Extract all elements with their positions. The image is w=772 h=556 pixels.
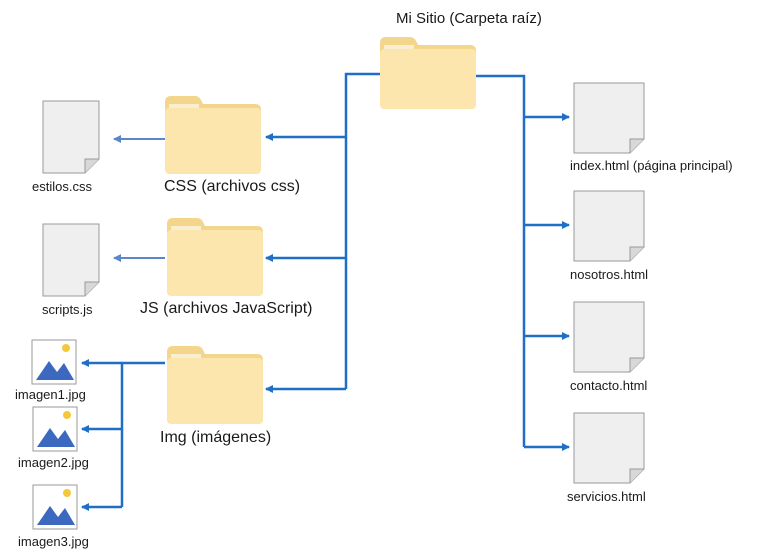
servicios-file-label: servicios.html [567, 489, 646, 504]
connectors-light [113, 135, 165, 262]
contacto-file-label: contacto.html [570, 378, 648, 393]
imagen1-file-label: imagen1.jpg [15, 387, 86, 402]
index-document-icon[interactable] [573, 82, 645, 154]
scripts-document-icon[interactable] [42, 223, 100, 297]
contacto-document-icon[interactable] [573, 301, 645, 373]
estilos-file-label: estilos.css [32, 179, 92, 194]
css-folder-icon[interactable] [165, 96, 261, 174]
imagen1-image-icon[interactable] [31, 339, 77, 385]
imagen2-image-icon[interactable] [32, 406, 78, 452]
connectors [81, 72, 570, 511]
servicios-document-icon[interactable] [573, 412, 645, 484]
index-file-label: index.html (página principal) [570, 158, 733, 173]
nosotros-file-label: nosotros.html [570, 267, 649, 282]
js-folder-icon[interactable] [167, 218, 263, 296]
imagen3-image-icon[interactable] [32, 484, 78, 530]
estilos-document-icon[interactable] [42, 100, 100, 174]
root-folder-icon[interactable] [380, 37, 476, 109]
js-folder-label: JS (archivos JavaScript) [140, 300, 313, 317]
css-folder-label: CSS (archivos css) [164, 178, 301, 195]
imagen3-file-label: imagen3.jpg [18, 534, 89, 549]
img-folder-icon[interactable] [167, 346, 263, 424]
img-folder-label: Img (imágenes) [160, 429, 272, 446]
scripts-file-label: scripts.js [42, 302, 93, 317]
nosotros-document-icon[interactable] [573, 190, 645, 262]
root-folder-label: Mi Sitio (Carpeta raíz) [396, 10, 542, 27]
connector-root-left-trunk [344, 72, 380, 389]
connector-root-right-trunk [476, 74, 526, 447]
imagen2-file-label: imagen2.jpg [18, 455, 89, 470]
connector-img-trunk [120, 361, 165, 507]
